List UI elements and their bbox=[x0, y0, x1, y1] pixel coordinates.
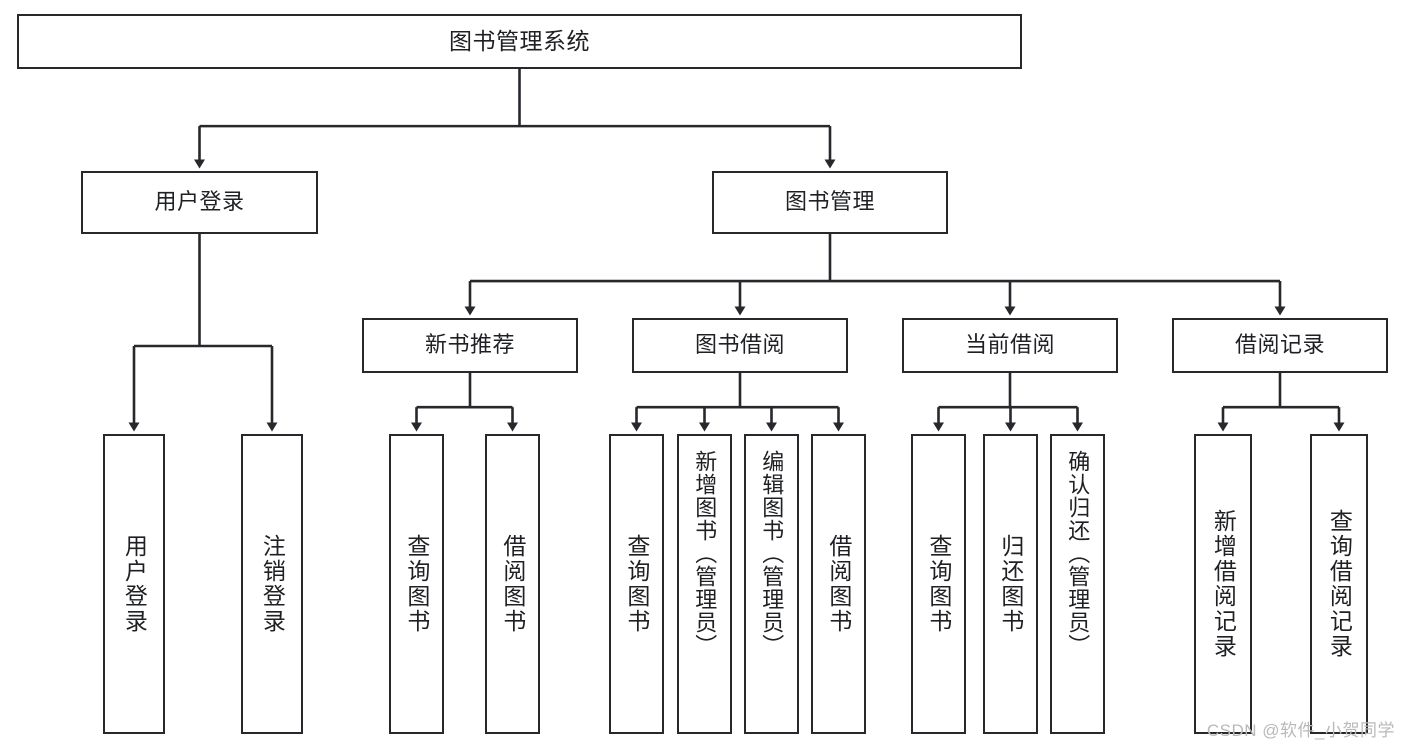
node-label: 当前借阅 bbox=[964, 332, 1055, 358]
node-leaf-logout-login[interactable]: 注销登录 bbox=[241, 434, 303, 734]
node-label: 查询图书 bbox=[623, 534, 650, 634]
node-label: 图书借阅 bbox=[694, 332, 785, 358]
node-leaf-add-book-admin[interactable]: 新增图书（管理员） bbox=[677, 434, 732, 734]
node-label: 借阅图书 bbox=[825, 534, 852, 634]
node-label: 注销登录 bbox=[259, 534, 286, 634]
node-leaf-add-borrow-record[interactable]: 新增借阅记录 bbox=[1194, 434, 1252, 734]
node-leaf-query-book-1[interactable]: 查询图书 bbox=[389, 434, 444, 734]
node-leaf-borrow-book-2[interactable]: 借阅图书 bbox=[811, 434, 866, 734]
node-label: 借阅图书 bbox=[499, 534, 526, 634]
node-label: 查询图书 bbox=[403, 534, 430, 634]
node-label: 确认归还（管理员） bbox=[1065, 450, 1091, 657]
node-borrow-record[interactable]: 借阅记录 bbox=[1172, 318, 1388, 373]
node-label: 新增借阅记录 bbox=[1210, 509, 1237, 659]
node-root[interactable]: 图书管理系统 bbox=[17, 14, 1022, 69]
node-new-book-recommend[interactable]: 新书推荐 bbox=[362, 318, 578, 373]
node-book-borrow[interactable]: 图书借阅 bbox=[632, 318, 848, 373]
node-label: 查询借阅记录 bbox=[1326, 509, 1353, 659]
node-label: 新增图书（管理员） bbox=[692, 450, 718, 657]
node-leaf-query-book-3[interactable]: 查询图书 bbox=[911, 434, 966, 734]
node-book-manage[interactable]: 图书管理 bbox=[712, 171, 948, 234]
node-label: 查询图书 bbox=[925, 534, 952, 634]
node-leaf-confirm-return-admin[interactable]: 确认归还（管理员） bbox=[1050, 434, 1105, 734]
node-current-borrow[interactable]: 当前借阅 bbox=[902, 318, 1118, 373]
node-leaf-user-login[interactable]: 用户登录 bbox=[103, 434, 165, 734]
node-leaf-borrow-book-1[interactable]: 借阅图书 bbox=[485, 434, 540, 734]
node-user-login[interactable]: 用户登录 bbox=[81, 171, 318, 234]
node-label: 图书管理系统 bbox=[449, 27, 590, 54]
node-label: 新书推荐 bbox=[424, 332, 515, 358]
node-label: 用户登录 bbox=[154, 189, 245, 215]
node-label: 归还图书 bbox=[997, 534, 1024, 634]
node-leaf-query-borrow-record[interactable]: 查询借阅记录 bbox=[1310, 434, 1368, 734]
node-leaf-return-book[interactable]: 归还图书 bbox=[983, 434, 1038, 734]
node-leaf-edit-book-admin[interactable]: 编辑图书（管理员） bbox=[744, 434, 799, 734]
connector-group bbox=[128, 69, 1345, 432]
node-label: 借阅记录 bbox=[1234, 332, 1325, 358]
node-label: 图书管理 bbox=[784, 189, 875, 215]
node-leaf-query-book-2[interactable]: 查询图书 bbox=[609, 434, 664, 734]
node-label: 编辑图书（管理员） bbox=[759, 450, 785, 657]
node-label: 用户登录 bbox=[121, 534, 148, 634]
